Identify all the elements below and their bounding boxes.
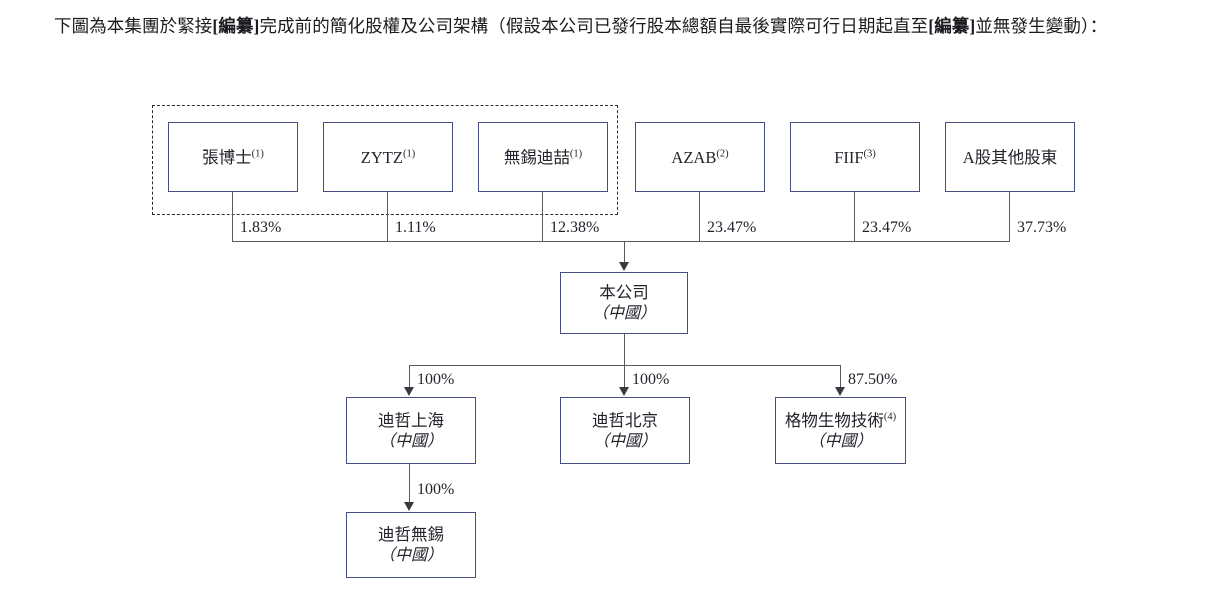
arrowhead-to-beijing bbox=[619, 387, 629, 396]
node-box-zytz[interactable]: ZYTZ(1) bbox=[323, 122, 453, 192]
connector-zytz-down bbox=[387, 192, 389, 241]
pct-label-gewu: 87.50% bbox=[848, 371, 898, 388]
node-label: ZYTZ(1) bbox=[360, 147, 416, 167]
connector-bus-to-beijing bbox=[624, 365, 626, 388]
arrowhead-to-company bbox=[619, 262, 629, 271]
footnote-ref: (2) bbox=[716, 148, 729, 159]
connector-shareholder-bus bbox=[232, 241, 1010, 243]
node-label: A股其他股東 bbox=[962, 147, 1058, 167]
node-locale: （中國） bbox=[808, 432, 873, 450]
redacted-marker-2: [編纂] bbox=[928, 16, 976, 36]
node-label: 張博士(1) bbox=[202, 147, 264, 167]
intro-seg-b: 完成前的簡化股權及公司架構（假設本公司已發行股本總額自最後實際可行日期起直至 bbox=[259, 16, 929, 36]
redacted-marker-1: [編纂] bbox=[212, 16, 260, 36]
pct-label-zytz: 1.11% bbox=[395, 219, 436, 236]
node-box-gewu-biotech[interactable]: 格物生物技術(4) （中國） bbox=[775, 397, 906, 464]
footnote-ref: (3) bbox=[863, 148, 876, 159]
node-box-fiif[interactable]: FIIF(3) bbox=[790, 122, 920, 192]
pct-label-azab: 23.47% bbox=[707, 219, 757, 236]
connector-bus-to-gewu bbox=[840, 365, 842, 388]
connector-zhang-down bbox=[232, 192, 234, 241]
footnote-ref: (1) bbox=[402, 148, 416, 159]
node-box-azab[interactable]: AZAB(2) bbox=[635, 122, 765, 192]
connector-wuxidi-down bbox=[542, 192, 544, 241]
node-box-dizhe-wuxi[interactable]: 迪哲無錫 （中國） bbox=[346, 512, 476, 578]
connector-shanghai-to-wuxi bbox=[409, 464, 411, 503]
node-locale: （中國） bbox=[592, 432, 657, 450]
intro-paragraph: 下圖為本集團於緊接[編纂]完成前的簡化股權及公司架構（假設本公司已發行股本總額自… bbox=[18, 8, 1218, 44]
arrowhead-to-wuxi bbox=[404, 502, 414, 511]
node-box-dizhe-shanghai[interactable]: 迪哲上海 （中國） bbox=[346, 397, 476, 464]
node-label: 格物生物技術(4) bbox=[784, 410, 897, 430]
node-label: 迪哲上海 bbox=[378, 410, 444, 430]
node-box-the-company[interactable]: 本公司 （中國） bbox=[560, 272, 688, 334]
dashed-group-frame bbox=[152, 105, 618, 215]
node-box-zhang[interactable]: 張博士(1) bbox=[168, 122, 298, 192]
connector-ashare-down bbox=[1009, 192, 1011, 241]
connector-bus-to-company bbox=[624, 241, 626, 263]
pct-label-wuxi: 100% bbox=[417, 481, 455, 498]
pct-label-beijing: 100% bbox=[632, 371, 670, 388]
node-locale: （中國） bbox=[378, 547, 443, 564]
footnote-ref: (1) bbox=[569, 148, 583, 159]
pct-label-fiif: 23.47% bbox=[862, 219, 912, 236]
intro-seg-a: 下圖為本集團於緊接 bbox=[54, 16, 213, 36]
arrowhead-to-gewu bbox=[835, 387, 845, 396]
connector-company-down bbox=[624, 334, 626, 365]
node-box-a-share-holders[interactable]: A股其他股東 bbox=[945, 122, 1075, 192]
footnote-ref: (4) bbox=[883, 411, 897, 422]
node-label: 本公司 bbox=[599, 283, 649, 302]
intro-seg-c: 並無發生變動）： bbox=[975, 16, 1108, 36]
node-label: FIIF(3) bbox=[834, 147, 876, 167]
connector-azab-down bbox=[699, 192, 701, 241]
intro-text-segment-1: 下圖為本集團於緊接[編纂]完成前的簡化股權及公司架構（假設本公司已發行股本總額自… bbox=[54, 16, 1107, 36]
node-label: 迪哲無錫 bbox=[378, 525, 444, 544]
node-locale: （中國） bbox=[378, 432, 443, 450]
connector-fiif-down bbox=[854, 192, 856, 241]
node-label: 無錫迪喆(1) bbox=[503, 147, 583, 167]
pct-label-shanghai: 100% bbox=[417, 371, 455, 388]
node-label: 迪哲北京 bbox=[592, 410, 658, 430]
connector-bus-to-shanghai bbox=[409, 365, 411, 388]
node-box-dizhe-beijing[interactable]: 迪哲北京 （中國） bbox=[560, 397, 690, 464]
pct-label-zhang: 1.83% bbox=[240, 219, 282, 236]
node-label: AZAB(2) bbox=[671, 147, 729, 167]
pct-label-wuxidi: 12.38% bbox=[550, 219, 600, 236]
pct-label-ashare: 37.73% bbox=[1017, 219, 1067, 236]
footnote-ref: (1) bbox=[251, 148, 264, 159]
node-locale: （中國） bbox=[591, 305, 656, 322]
arrowhead-to-shanghai bbox=[404, 387, 414, 396]
node-box-wuxi-dizhe[interactable]: 無錫迪喆(1) bbox=[478, 122, 608, 192]
